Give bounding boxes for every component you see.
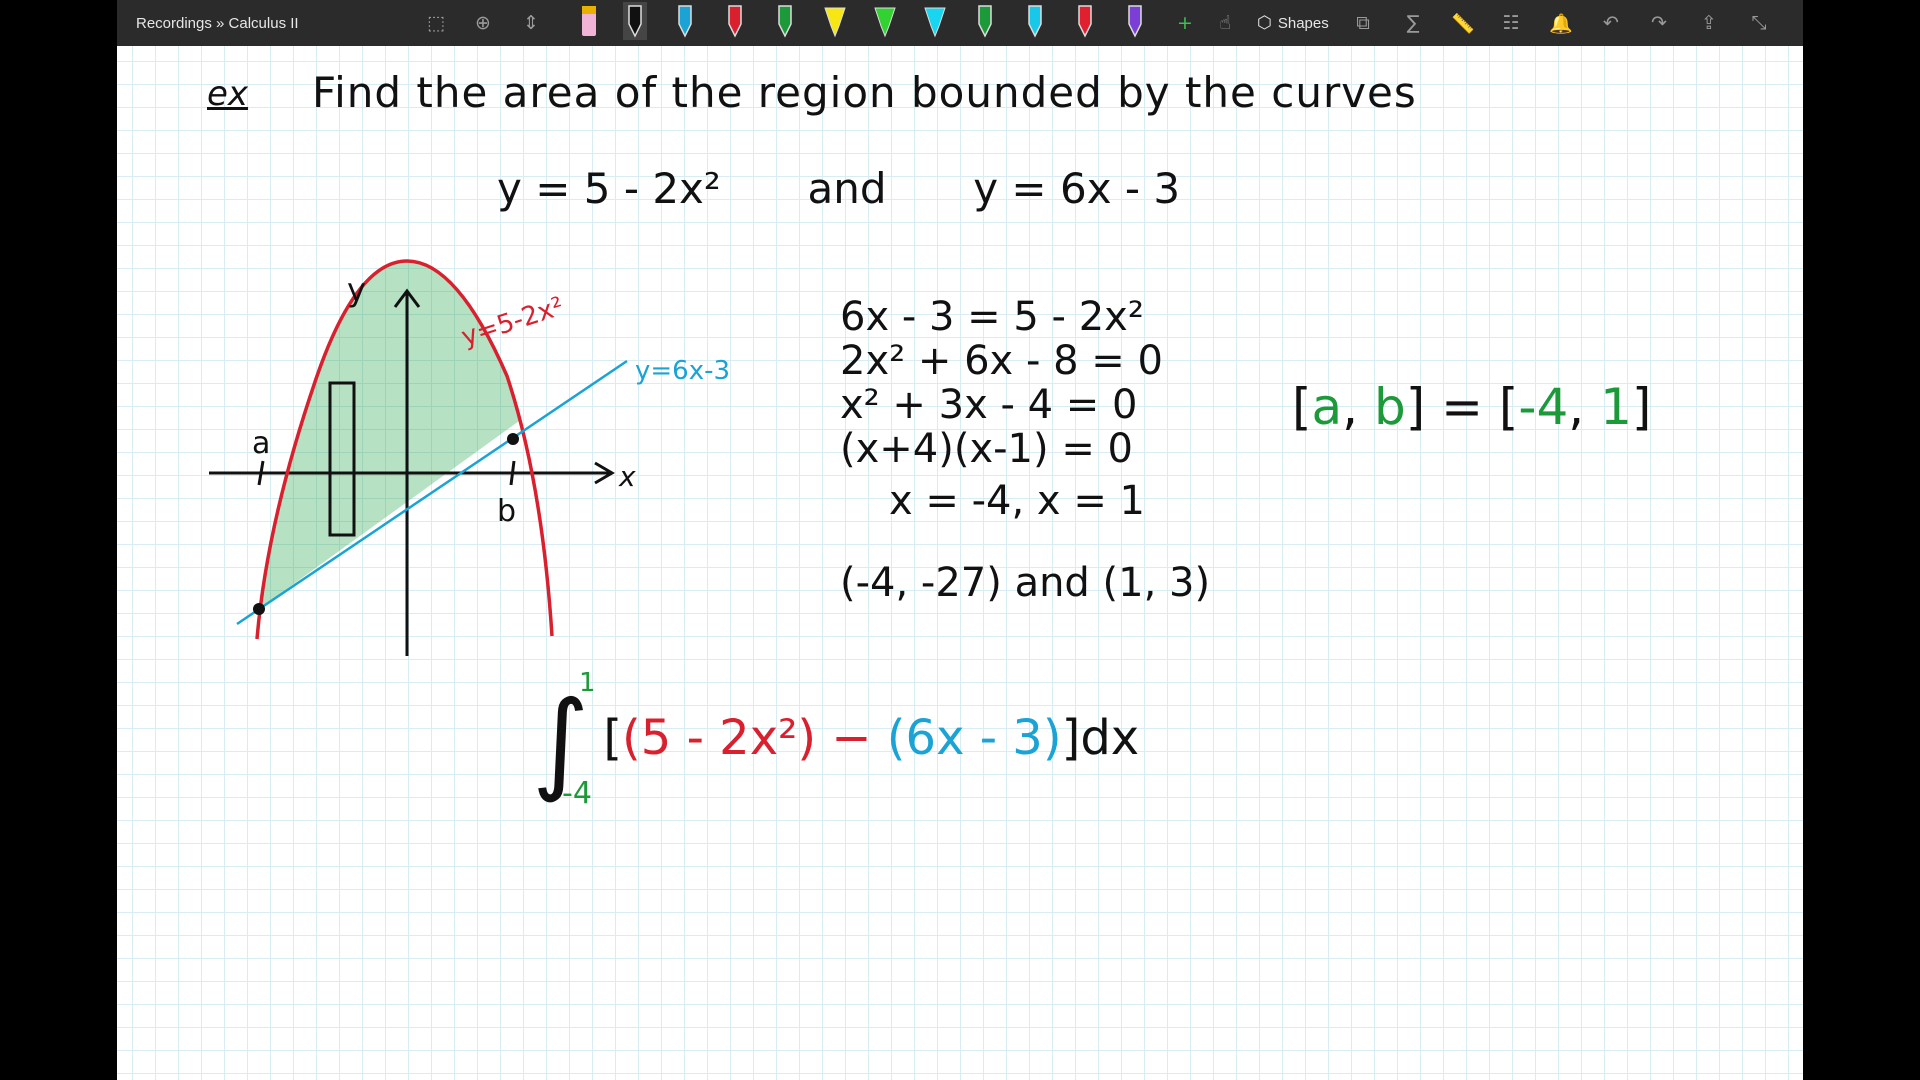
integral-minus: − <box>816 710 887 766</box>
representative-rectangle <box>328 381 356 537</box>
parabola-label: y=5-2x² <box>458 292 568 353</box>
parabola-curve <box>255 259 554 640</box>
shapes-label: Shapes <box>1277 14 1329 32</box>
tick-a <box>257 460 265 486</box>
interval-open: [ <box>1292 378 1312 436</box>
interval-close-eq: ] = [ <box>1405 378 1519 436</box>
pen-red-2-icon[interactable] <box>1073 2 1097 40</box>
shapes-icon: ⬡ <box>1257 13 1272 32</box>
a-label: a <box>252 426 270 461</box>
pen-red-icon[interactable] <box>723 2 747 40</box>
intersection-right <box>507 433 519 445</box>
shapes-button[interactable]: ⬡ Shapes <box>1257 11 1329 35</box>
interval-upper: 1 <box>1600 378 1632 436</box>
highlighter-yellow-icon[interactable] <box>823 2 847 40</box>
ruler-icon[interactable]: 📏 <box>1451 12 1475 35</box>
integral-bottom-function: (6x - 3) <box>886 710 1062 766</box>
integral-top-function: (5 - 2x²) <box>622 710 817 766</box>
integral-close-bracket: ] <box>1061 710 1081 766</box>
work-line-1: 6x - 3 = 5 - 2x² <box>840 294 1144 340</box>
toolbar: Recordings » Calculus II ⬚ ⊕ ⇕ <box>117 0 1803 46</box>
given-equations: y = 5 - 2x² and y = 6x - 3 <box>497 164 1180 213</box>
pen-purple-icon[interactable] <box>1123 2 1147 40</box>
y-axis-arrow <box>393 288 421 308</box>
highlighter-pink-icon[interactable] <box>577 2 601 40</box>
integral-open-bracket: [ <box>603 710 623 766</box>
equation-parabola: y = 5 - 2x² <box>497 164 721 213</box>
integral-upper-limit: 1 <box>579 668 596 698</box>
onenote-window: Recordings » Calculus II ⬚ ⊕ ⇕ <box>117 0 1803 1080</box>
add-pen-icon[interactable]: + <box>1177 12 1193 34</box>
ink-to-shape-icon[interactable]: ⧉ <box>1356 12 1370 34</box>
work-line-2: 2x² + 6x - 8 = 0 <box>840 338 1163 384</box>
interval-comma-2: , <box>1568 378 1601 436</box>
interval-comma-1: , <box>1342 378 1374 436</box>
integral-dx: dx <box>1080 710 1140 766</box>
undo-icon[interactable]: ↶ <box>1603 12 1619 34</box>
touch-draw-icon[interactable]: ☝ <box>1219 12 1231 34</box>
add-space-icon[interactable]: ⊕ <box>475 12 491 34</box>
interval-close: ] <box>1631 378 1652 436</box>
insert-space-icon[interactable]: ⇕ <box>523 12 539 34</box>
equation-and: and <box>807 164 887 213</box>
interval-lower: -4 <box>1518 378 1569 436</box>
interval-a: a <box>1311 378 1343 436</box>
integral-expression: ∫[(5 - 2x²) − (6x - 3)]dx <box>532 686 1139 796</box>
y-axis-label: y <box>347 271 366 309</box>
integral-sign: ∫ <box>532 677 590 805</box>
interval-expression: [a, b] = [-4, 1] <box>1292 378 1651 436</box>
pen-cyan-icon[interactable] <box>1023 2 1047 40</box>
work-line-3: x² + 3x - 4 = 0 <box>840 382 1138 428</box>
tick-b <box>509 460 516 486</box>
example-label: ex <box>207 74 249 114</box>
problem-statement: Find the area of the region bounded by t… <box>312 68 1417 117</box>
work-line-4: (x+4)(x-1) = 0 <box>840 426 1134 472</box>
note-canvas[interactable]: ex Find the area of the region bounded b… <box>117 46 1803 1080</box>
sketch-graph: y x a b y=5-2x² y=6x-3 <box>209 259 730 656</box>
ink-settings-icon[interactable]: ☷ <box>1502 12 1520 34</box>
pen-black-icon[interactable] <box>623 2 647 40</box>
equation-line: y = 6x - 3 <box>973 164 1181 213</box>
intersection-points: (-4, -27) and (1, 3) <box>840 560 1211 606</box>
work-line-5: x = -4, x = 1 <box>889 478 1145 524</box>
integral-lower-limit: -4 <box>562 776 592 811</box>
breadcrumb[interactable]: Recordings » Calculus II <box>136 15 299 32</box>
lasso-select-icon[interactable]: ⬚ <box>427 12 445 34</box>
b-label: b <box>497 494 516 529</box>
line-label: y=6x-3 <box>635 356 730 386</box>
x-axis-arrow <box>594 461 615 485</box>
x-axis-label: x <box>618 460 636 493</box>
pen-green-icon[interactable] <box>773 2 797 40</box>
highlighter-green-icon[interactable] <box>873 2 897 40</box>
intersection-left <box>253 603 265 615</box>
line-curve <box>236 359 628 626</box>
share-icon[interactable]: ⇪ <box>1701 12 1717 34</box>
interval-b: b <box>1373 378 1406 436</box>
highlighter-cyan-icon[interactable] <box>923 2 947 40</box>
bell-icon[interactable]: 🔔 <box>1549 12 1573 35</box>
pen-green-2-icon[interactable] <box>973 2 997 40</box>
shaded-area <box>259 261 519 609</box>
exit-fullscreen-icon[interactable]: ⤡ <box>1751 12 1767 34</box>
pen-blue-icon[interactable] <box>673 2 697 40</box>
redo-icon[interactable]: ↷ <box>1651 12 1667 34</box>
ink-to-math-icon[interactable]: ∑ <box>1406 12 1420 34</box>
